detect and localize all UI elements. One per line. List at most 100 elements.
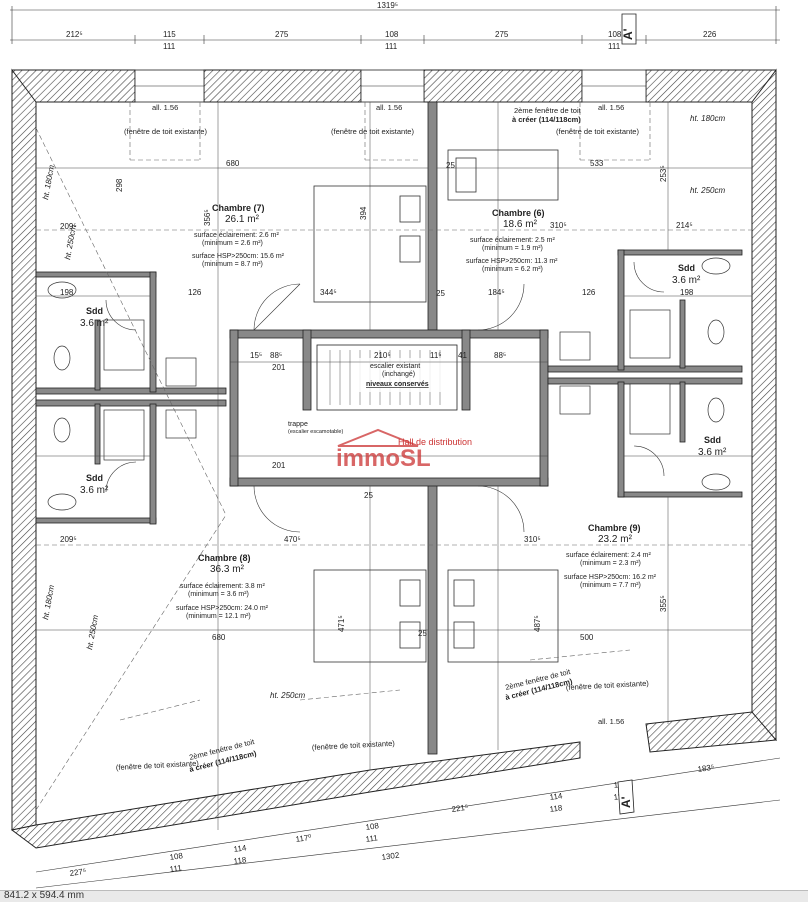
sdd-name: Sdd (86, 306, 103, 316)
svg-text:108: 108 (169, 851, 184, 862)
dim-top-2: 115 (163, 30, 176, 39)
svg-text:487⁵: 487⁵ (533, 615, 542, 632)
svg-text:(minimum = 8.7 m²): (minimum = 8.7 m²) (202, 261, 263, 268)
svg-text:253⁵: 253⁵ (659, 165, 668, 182)
svg-text:surface éclairement: 2.4 m²: surface éclairement: 2.4 m² (566, 552, 651, 559)
svg-text:11⁵: 11⁵ (430, 351, 442, 360)
top-dimension-lines: 1319⁵ 212⁵ 115 275 108 275 108 226 111 1… (10, 1, 780, 51)
svg-text:394: 394 (359, 206, 368, 220)
inner-dimension-lines (36, 102, 752, 830)
svg-text:126: 126 (188, 288, 202, 297)
watermark-logo: immoSL (336, 428, 431, 472)
bottom-dimension-lines: 227⁵ 108 114 117⁰ 108 221⁵ 114 108 183⁵ … (35, 757, 781, 889)
skylight-all-1: all. 1.56 (152, 103, 178, 112)
outer-walls (10, 68, 778, 849)
svg-text:A': A' (621, 28, 635, 40)
svg-text:183⁵: 183⁵ (697, 763, 715, 774)
svg-text:A': A' (619, 796, 633, 808)
svg-text:470⁵: 470⁵ (284, 535, 301, 544)
svg-text:(escalier escamotable): (escalier escamotable) (288, 429, 343, 435)
svg-text:209⁵: 209⁵ (60, 535, 77, 544)
svg-text:surface éclairement: 3.8 m²: surface éclairement: 3.8 m² (180, 583, 265, 590)
room-name: Chambre (7) (212, 203, 265, 213)
room-name: Chambre (6) (492, 208, 545, 218)
svg-text:25: 25 (436, 289, 445, 298)
svg-text:88⁵: 88⁵ (494, 351, 506, 360)
dim-top-1: 212⁵ (66, 30, 83, 39)
svg-text:(minimum = 6.2 m²): (minimum = 6.2 m²) (482, 266, 543, 273)
svg-text:surface HSP>250cm: 16.2 m²: surface HSP>250cm: 16.2 m² (564, 574, 657, 581)
svg-text:(fenêtre de toit existante): (fenêtre de toit existante) (566, 679, 650, 692)
svg-text:1302: 1302 (381, 851, 400, 862)
skylight-new-1-line2: à créer (114/118cm) (512, 115, 581, 124)
svg-text:(fenêtre de toit existante): (fenêtre de toit existante) (116, 759, 200, 772)
svg-text:198: 198 (60, 288, 74, 297)
svg-text:355⁵: 355⁵ (659, 595, 668, 612)
svg-text:344⁵: 344⁵ (320, 288, 337, 297)
room-area: 36.3 m² (210, 564, 245, 575)
bathroom-fixtures (47, 257, 731, 511)
svg-text:25: 25 (418, 629, 427, 638)
stair-label-3: niveaux conservés (366, 381, 429, 388)
sdd-area: 3.6 m² (80, 318, 109, 329)
svg-text:680: 680 (226, 159, 240, 168)
svg-text:ht. 250cm: ht. 250cm (690, 186, 725, 195)
total-width-label: 1319⁵ (377, 1, 398, 10)
height-guide-lines (35, 102, 752, 811)
sdd-name: Sdd (678, 263, 695, 273)
svg-text:immoSL: immoSL (336, 445, 431, 472)
svg-text:surface éclairement: 2.5 m²: surface éclairement: 2.5 m² (470, 237, 555, 244)
sdd-name: Sdd (86, 473, 103, 483)
dim-top-3: 275 (275, 30, 289, 39)
skylight-existing-1: (fenêtre de toit existante) (124, 127, 207, 136)
room-name: Chambre (9) (588, 523, 641, 533)
dim-top-7: 226 (703, 30, 717, 39)
section-marker-top: A' (621, 13, 637, 45)
inner-dimension-numbers: 680 533 310⁵ 214⁵ 394 344⁵ 184⁵ 126 198 … (60, 159, 694, 642)
svg-text:533: 533 (590, 159, 604, 168)
stair-label-1: escalier existant (370, 363, 420, 370)
svg-text:201: 201 (272, 461, 286, 470)
section-marker-bottom: A' (617, 779, 635, 815)
svg-text:221⁵: 221⁵ (451, 803, 469, 814)
svg-text:25: 25 (446, 161, 455, 170)
svg-text:surface HSP>250cm: 11.3 m²: surface HSP>250cm: 11.3 m² (466, 258, 558, 265)
svg-text:310⁵: 310⁵ (524, 535, 541, 544)
svg-text:108: 108 (365, 821, 380, 832)
sdd-labels: Sdd 3.6 m² Sdd 3.6 m² Sdd 3.6 m² Sdd 3.6… (80, 263, 727, 496)
svg-text:114: 114 (233, 843, 247, 854)
svg-text:ht. 250cm: ht. 250cm (270, 691, 305, 700)
svg-text:111: 111 (365, 833, 379, 844)
svg-text:500: 500 (580, 633, 594, 642)
svg-text:117⁰: 117⁰ (295, 833, 312, 844)
svg-text:surface éclairement: 2.6 m²: surface éclairement: 2.6 m² (194, 232, 279, 239)
sdd-area: 3.6 m² (80, 485, 109, 496)
svg-text:680: 680 (212, 633, 226, 642)
svg-text:471⁵: 471⁵ (337, 615, 346, 632)
svg-text:41: 41 (458, 351, 467, 360)
svg-text:trappe: trappe (288, 421, 308, 428)
room-area: 26.1 m² (225, 214, 260, 225)
svg-text:ht. 180cm: ht. 180cm (690, 114, 725, 123)
page-size-readout: 841.2 x 594.4 mm (4, 890, 85, 901)
skylight-all-3: all. 1.56 (598, 103, 624, 112)
svg-text:(minimum = 3.6 m²): (minimum = 3.6 m²) (188, 591, 249, 598)
door-swings (105, 261, 665, 533)
hall-labels: trappe (escalier escamotable) Hall de di… (288, 421, 472, 447)
stair-label-2: (inchangé) (382, 371, 415, 378)
skylight-existing-2: (fenêtre de toit existante) (331, 127, 414, 136)
sdd-area: 3.6 m² (698, 447, 727, 458)
svg-text:210⁵: 210⁵ (374, 351, 391, 360)
svg-text:126: 126 (582, 288, 596, 297)
room-name: Chambre (8) (198, 553, 251, 563)
svg-text:227⁵: 227⁵ (69, 867, 87, 878)
status-bar: 841.2 x 594.4 mm (0, 890, 808, 902)
svg-text:(minimum = 7.7 m²): (minimum = 7.7 m²) (580, 582, 641, 589)
svg-text:111: 111 (169, 863, 183, 874)
svg-text:25: 25 (364, 491, 373, 500)
dim-top-sub-3: 111 (608, 42, 621, 51)
svg-text:15⁵: 15⁵ (250, 351, 262, 360)
svg-text:118: 118 (233, 855, 247, 866)
svg-text:(minimum = 1.9 m²): (minimum = 1.9 m²) (482, 245, 543, 252)
room-chambre-6: Chambre (6) 18.6 m² surface éclairement:… (466, 208, 558, 273)
